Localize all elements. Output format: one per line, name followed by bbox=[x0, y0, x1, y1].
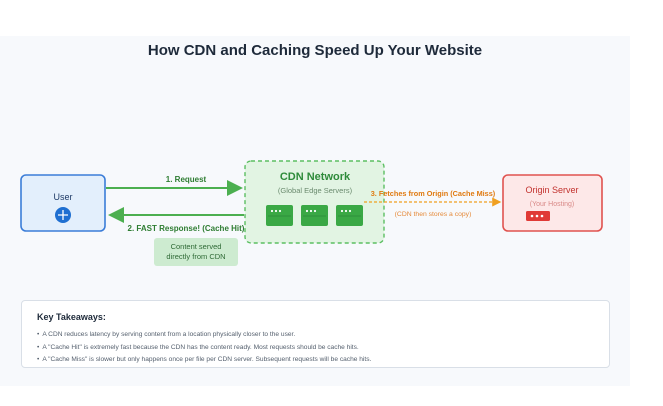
cache-note-line1: Content served bbox=[170, 242, 222, 251]
origin-sublabel: (Your Hosting) bbox=[530, 201, 575, 208]
cache-note-line2: directly from CDN bbox=[166, 252, 226, 261]
cache-note: Content served directly from CDN bbox=[154, 238, 238, 266]
request-label: 1. Request bbox=[166, 175, 207, 184]
server-icon bbox=[266, 205, 293, 226]
response-label: 2. FAST Response! (Cache Hit) bbox=[128, 224, 245, 233]
origin-label: Origin Server bbox=[525, 185, 578, 195]
response-arrow: 2. FAST Response! (Cache Hit) bbox=[108, 207, 245, 233]
key-takeaways: Key Takeaways: A CDN reduces latency by … bbox=[21, 300, 610, 368]
server-icon bbox=[336, 205, 363, 226]
user-icon bbox=[55, 207, 71, 223]
page-title: How CDN and Caching Speed Up Your Websit… bbox=[147, 42, 483, 59]
cdn-sublabel: (Global Edge Servers) bbox=[278, 186, 353, 195]
user-label: User bbox=[53, 192, 72, 202]
user-node: User bbox=[20, 174, 106, 232]
list-item: A "Cache Hit" is extremely fast because … bbox=[37, 342, 371, 355]
cdn-label: CDN Network bbox=[280, 171, 351, 183]
fetch-label: 3. Fetches from Origin (Cache Miss) bbox=[371, 189, 496, 198]
cdn-node: CDN Network (Global Edge Servers) bbox=[244, 160, 385, 244]
server-icon bbox=[526, 211, 550, 221]
takeaways-heading: Key Takeaways: bbox=[37, 312, 106, 322]
fetch-arrow: 3. Fetches from Origin (Cache Miss) (CDN… bbox=[364, 189, 502, 218]
list-item: A "Cache Miss" is slower but only happen… bbox=[37, 354, 371, 367]
server-icon bbox=[301, 205, 328, 226]
list-item: A CDN reduces latency by serving content… bbox=[37, 329, 371, 342]
request-arrow: 1. Request bbox=[106, 175, 243, 196]
fetch-note: (CDN then stores a copy) bbox=[395, 211, 472, 218]
takeaways-list: A CDN reduces latency by serving content… bbox=[37, 329, 371, 367]
origin-node: Origin Server (Your Hosting) bbox=[502, 174, 603, 232]
